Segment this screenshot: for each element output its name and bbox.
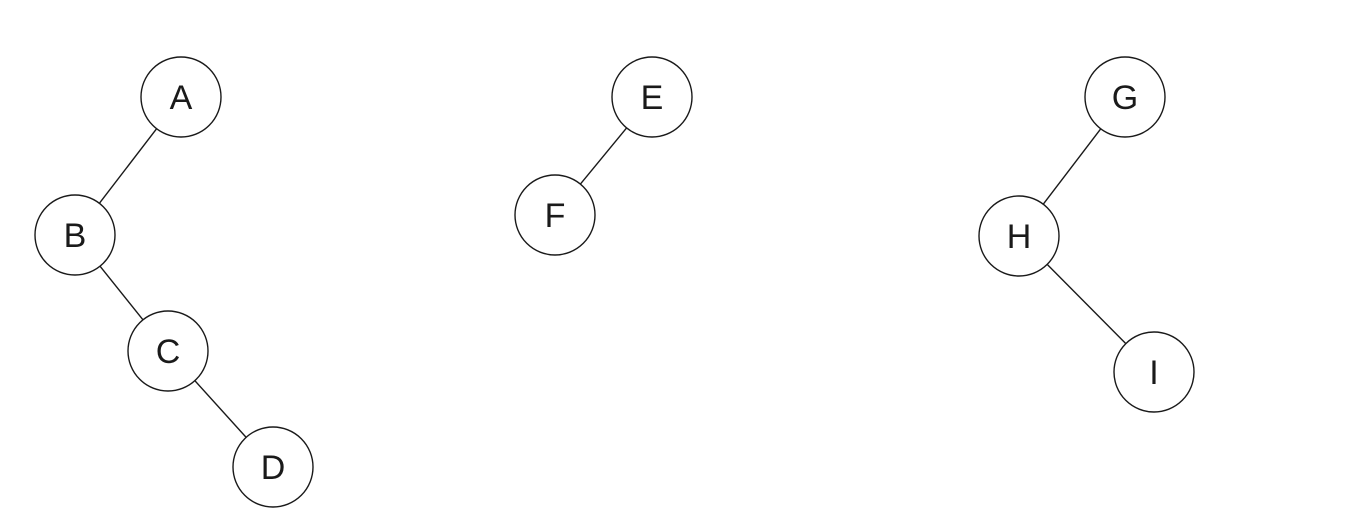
edge-e-f [579, 127, 628, 185]
edges-layer [98, 127, 1127, 438]
tree-node-h: H [978, 195, 1060, 277]
edge-c-d [194, 380, 247, 438]
edge-h-i [1046, 263, 1127, 345]
node-label: B [64, 217, 87, 255]
node-circle [611, 56, 693, 138]
node-circle [232, 426, 314, 508]
tree-node-g: G [1084, 56, 1166, 138]
tree-node-i: I [1113, 331, 1195, 413]
node-label: C [156, 333, 181, 371]
node-label: E [641, 79, 664, 117]
node-circle [978, 195, 1060, 277]
node-circle [1113, 331, 1195, 413]
node-circle [514, 174, 596, 256]
node-circle [1084, 56, 1166, 138]
node-label: G [1112, 79, 1138, 117]
edge-a-b [98, 128, 158, 204]
tree-node-f: F [514, 174, 596, 256]
node-circle [34, 194, 116, 276]
node-circle [140, 56, 222, 138]
nodes-layer: A B C D E F G H I [34, 56, 1195, 508]
node-label: D [261, 449, 286, 487]
node-circle [127, 310, 209, 392]
node-label: I [1149, 354, 1158, 392]
node-label: H [1007, 218, 1032, 256]
tree-node-e: E [611, 56, 693, 138]
edge-b-c [99, 265, 144, 321]
tree-node-b: B [34, 194, 116, 276]
tree-node-c: C [127, 310, 209, 392]
tree-node-d: D [232, 426, 314, 508]
tree-node-a: A [140, 56, 222, 138]
edge-g-h [1042, 128, 1102, 205]
node-label: A [170, 79, 193, 117]
node-label: F [545, 197, 566, 235]
